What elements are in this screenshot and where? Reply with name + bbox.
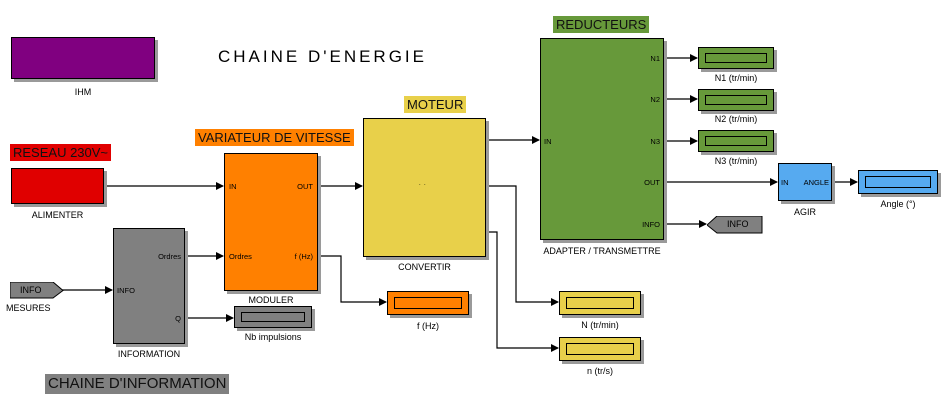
info-output-tag-label: INFO — [727, 219, 749, 229]
n1-display[interactable] — [698, 47, 774, 69]
agir-block[interactable]: IN ANGLE — [778, 163, 832, 201]
n-trmin-display[interactable] — [559, 291, 641, 315]
n3-label: N3 (tr/min) — [714, 156, 758, 166]
n-trmin-label: N (tr/min) — [581, 320, 619, 330]
information-label: INFORMATION — [117, 349, 181, 359]
wire-moduler-fhz — [318, 255, 387, 306]
n3-display-window — [705, 136, 767, 146]
adapter-port-out: OUT — [644, 178, 660, 187]
fhz-display[interactable] — [387, 291, 469, 315]
n2-display[interactable] — [698, 89, 774, 111]
n-trmin-display-window — [566, 297, 634, 309]
adapter-port-in: IN — [544, 137, 552, 146]
moduler-port-fhz: f (Hz) — [294, 252, 313, 261]
convertir-block[interactable]: . . — [363, 118, 486, 257]
mesures-tag-label: INFO — [20, 285, 42, 295]
nb-impulsions-display[interactable] — [234, 306, 312, 328]
moteur-header: MOTEUR — [404, 96, 467, 113]
nb-impulsions-display-window — [241, 312, 305, 322]
fhz-label: f (Hz) — [417, 321, 439, 331]
info-output-tag[interactable] — [707, 216, 763, 234]
convertir-dots: . . — [419, 181, 426, 187]
alimenter-block[interactable] — [11, 168, 104, 204]
moduler-port-ordres: Ordres — [229, 252, 252, 261]
information-port-info: INFO — [117, 286, 135, 295]
adapter-block[interactable]: IN N1 N2 N3 OUT INFO — [540, 38, 664, 240]
n-trs-display[interactable] — [559, 337, 641, 361]
ihm-label: IHM — [74, 87, 92, 97]
adapter-port-n1: N1 — [650, 54, 660, 63]
adapter-port-n3: N3 — [650, 137, 660, 146]
alimenter-label: ALIMENTER — [31, 210, 84, 220]
ihm-block[interactable] — [11, 37, 155, 79]
adapter-port-info: INFO — [642, 220, 660, 229]
wire-convertir-n — [486, 185, 559, 306]
angle-display[interactable] — [858, 170, 938, 194]
information-port-ordres: Ordres — [158, 252, 181, 261]
reseau-header: RESEAU 230V~ — [10, 144, 112, 161]
information-chain-title: CHAINE D'INFORMATION — [45, 374, 230, 394]
n3-display[interactable] — [698, 130, 774, 152]
n2-display-window — [705, 95, 767, 105]
moduler-port-out: OUT — [297, 182, 313, 191]
n1-label: N1 (tr/min) — [714, 73, 758, 83]
agir-label: AGIR — [793, 207, 816, 217]
agir-port-in: IN — [781, 178, 789, 187]
reducteurs-header: REDUCTEURS — [553, 16, 650, 33]
adapter-port-n2: N2 — [650, 95, 660, 104]
agir-port-angle: ANGLE — [803, 178, 829, 187]
angle-display-window — [865, 176, 931, 188]
n-trs-display-window — [566, 343, 634, 355]
mesures-tag[interactable] — [10, 282, 64, 299]
variateur-header: VARIATEUR DE VITESSE — [195, 129, 354, 146]
mesures-label: MESURES — [6, 303, 51, 313]
convertir-label: CONVERTIR — [398, 262, 451, 272]
energy-chain-title: CHAINE D'ENERGIE — [218, 47, 427, 66]
n1-display-window — [705, 53, 767, 63]
information-port-q: Q — [175, 314, 181, 323]
n-trs-label: n (tr/s) — [587, 366, 613, 376]
n2-label: N2 (tr/min) — [714, 114, 758, 124]
angle-label: Angle (°) — [880, 199, 916, 209]
adapter-label: ADAPTER / TRANSMETTRE — [543, 246, 661, 256]
nb-impulsions-label: Nb impulsions — [244, 332, 302, 342]
moduler-port-in: IN — [229, 182, 237, 191]
wire-convertir-ns — [486, 231, 559, 352]
information-block[interactable]: INFO Ordres Q — [113, 228, 185, 344]
moduler-label: MODULER — [248, 295, 294, 305]
fhz-display-window — [394, 297, 462, 309]
moduler-block[interactable]: IN Ordres OUT f (Hz) — [224, 153, 318, 291]
